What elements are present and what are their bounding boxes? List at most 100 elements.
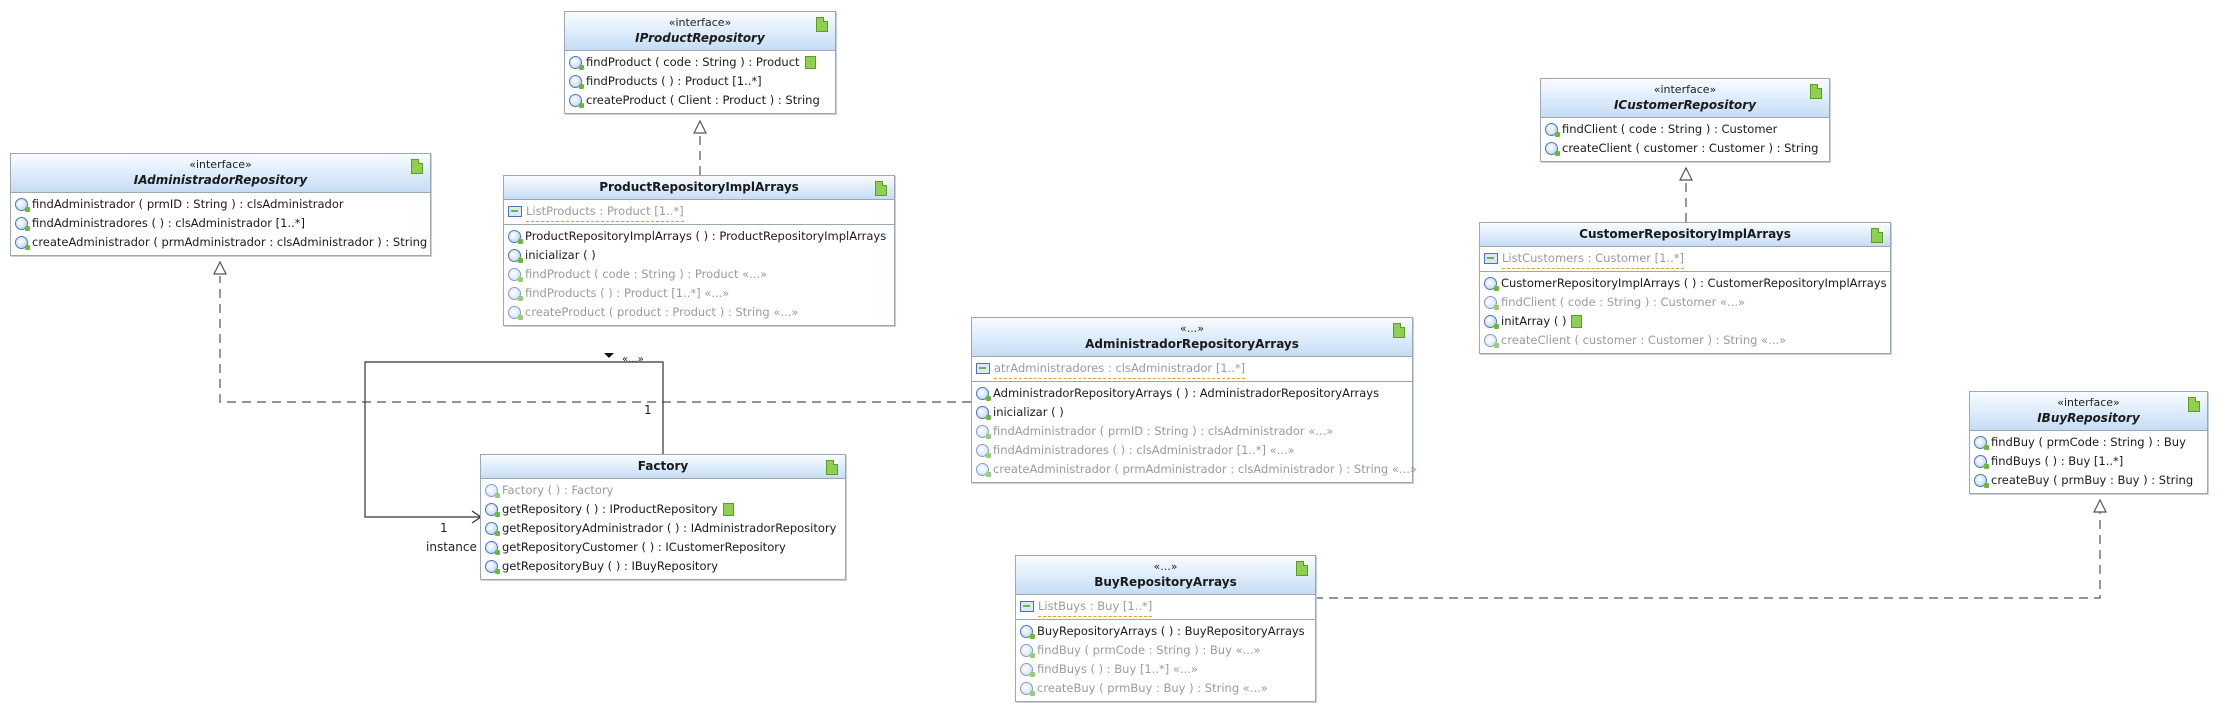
operation-text: findProducts ( ) : Product [1..*] xyxy=(586,74,762,88)
attribute-row[interactable]: ListProducts : Product [1..*] xyxy=(508,202,890,222)
attribute-text: ListCustomers : Customer [1..*] xyxy=(1502,249,1685,269)
operation-row[interactable]: createBuy ( prmBuy : Buy ) : String xyxy=(1974,471,2203,490)
operation-row[interactable]: findAdministrador ( prmID : String ) : c… xyxy=(15,195,426,214)
operation-row[interactable]: AdministradorRepositoryArrays ( ) : Admi… xyxy=(976,384,1408,403)
realization-arrowhead-buy xyxy=(2093,498,2107,513)
class-name: IProductRepository xyxy=(635,31,765,45)
operation-icon xyxy=(1020,625,1035,639)
class-factory[interactable]: Factory Factory ( ) : Factory getReposit… xyxy=(480,454,846,580)
operation-row[interactable]: findProducts ( ) : Product [1..*] xyxy=(569,72,831,91)
operations-compartment: findAdministrador ( prmID : String ) : c… xyxy=(11,193,430,255)
operation-row[interactable]: findAdministradores ( ) : clsAdministrad… xyxy=(976,441,1408,460)
operation-row[interactable]: Factory ( ) : Factory xyxy=(485,481,841,500)
operations-compartment: ProductRepositoryImplArrays ( ) : Produc… xyxy=(504,225,894,325)
operation-row[interactable]: BuyRepositoryArrays ( ) : BuyRepositoryA… xyxy=(1020,622,1311,641)
operation-row[interactable]: findAdministrador ( prmID : String ) : c… xyxy=(976,422,1408,441)
operation-text: getRepository ( ) : IProductRepository xyxy=(502,502,718,516)
operation-row[interactable]: getRepositoryAdministrador ( ) : IAdmini… xyxy=(485,519,841,538)
attribute-icon xyxy=(976,363,990,374)
operation-icon xyxy=(485,541,500,555)
operation-row[interactable]: inicializar ( ) xyxy=(508,246,890,265)
class-productrepositoryimplarrays[interactable]: ProductRepositoryImplArrays ListProducts… xyxy=(503,175,895,326)
operation-icon xyxy=(508,230,523,244)
operations-compartment: findProduct ( code : String ) : Product … xyxy=(565,51,835,113)
operation-row[interactable]: createProduct ( product : Product ) : St… xyxy=(508,303,890,322)
operation-icon xyxy=(1020,682,1035,696)
operation-row[interactable]: findClient ( code : String ) : Customer xyxy=(1545,120,1825,139)
class-ibuyrepository[interactable]: «interface» IBuyRepository findBuy ( prm… xyxy=(1969,391,2208,494)
operations-compartment: findBuy ( prmCode : String ) : Buy findB… xyxy=(1970,431,2207,493)
class-iadministradorrepository[interactable]: «interface» IAdministradorRepository fin… xyxy=(10,153,431,256)
class-header: ProductRepositoryImplArrays xyxy=(504,176,894,200)
operation-row[interactable]: getRepository ( ) : IProductRepository xyxy=(485,500,841,519)
class-icustomerrepository[interactable]: «interface» ICustomerRepository findClie… xyxy=(1540,78,1830,162)
operation-row[interactable]: createClient ( customer : Customer ) : S… xyxy=(1545,139,1825,158)
operation-icon xyxy=(485,484,500,498)
note-icon xyxy=(1871,228,1883,243)
operation-icon xyxy=(569,94,584,108)
class-name: BuyRepositoryArrays xyxy=(1094,575,1237,589)
operation-icon xyxy=(15,236,30,250)
attributes-compartment: ListCustomers : Customer [1..*] xyxy=(1480,247,1890,272)
operation-row[interactable]: findBuys ( ) : Buy [1..*] xyxy=(1974,452,2203,471)
stereotype: «...» xyxy=(1153,560,1178,573)
association-diamond-marker xyxy=(604,353,614,358)
note-icon xyxy=(826,460,838,475)
class-header: «interface» ICustomerRepository xyxy=(1541,79,1829,118)
attribute-text: ListProducts : Product [1..*] xyxy=(526,202,684,222)
class-buyrepositoryarrays[interactable]: «...» BuyRepositoryArrays ListBuys : Buy… xyxy=(1015,555,1316,702)
stereotype: «...» xyxy=(1180,322,1204,335)
operation-row[interactable]: findBuy ( prmCode : String ) : Buy «...» xyxy=(1020,641,1311,660)
operation-icon xyxy=(976,425,991,439)
operation-text: createProduct ( Client : Product ) : Str… xyxy=(586,93,820,107)
attribute-icon xyxy=(1484,253,1498,264)
class-header: «interface» IBuyRepository xyxy=(1970,392,2207,431)
operation-text: inicializar ( ) xyxy=(525,248,596,262)
operation-icon xyxy=(508,249,523,263)
attribute-row[interactable]: ListBuys : Buy [1..*] xyxy=(1020,597,1311,617)
operation-row[interactable]: createAdministrador ( prmAdministrador :… xyxy=(15,233,427,252)
operation-row[interactable]: createClient ( customer : Customer ) : S… xyxy=(1484,331,1886,350)
operation-icon xyxy=(15,217,30,231)
operation-row[interactable]: createAdministrador ( prmAdministrador :… xyxy=(976,460,1417,479)
operation-row[interactable]: findProducts ( ) : Product [1..*] «...» xyxy=(508,284,890,303)
operation-row[interactable]: getRepositoryBuy ( ) : IBuyRepository xyxy=(485,557,841,576)
operation-icon xyxy=(15,198,30,212)
operation-icon xyxy=(1484,277,1499,291)
note-icon xyxy=(411,159,423,174)
operation-icon xyxy=(1545,123,1560,137)
operation-icon xyxy=(1484,334,1499,348)
class-customerrepositoryimplarrays[interactable]: CustomerRepositoryImplArrays ListCustome… xyxy=(1479,222,1891,354)
operation-row[interactable]: getRepositoryCustomer ( ) : ICustomerRep… xyxy=(485,538,841,557)
attribute-row[interactable]: atrAdministradores : clsAdministrador [1… xyxy=(976,359,1408,379)
operation-row[interactable]: findBuys ( ) : Buy [1..*] «...» xyxy=(1020,660,1311,679)
class-name: AdministradorRepositoryArrays xyxy=(1085,337,1299,351)
operation-row[interactable]: findAdministradores ( ) : clsAdministrad… xyxy=(15,214,426,233)
operation-row[interactable]: findClient ( code : String ) : Customer … xyxy=(1484,293,1886,312)
operation-row[interactable]: findProduct ( code : String ) : Product … xyxy=(508,265,890,284)
class-header: Factory xyxy=(481,455,845,479)
operation-row[interactable]: findBuy ( prmCode : String ) : Buy xyxy=(1974,433,2203,452)
class-name: ProductRepositoryImplArrays xyxy=(599,180,799,194)
operation-row[interactable]: findProduct ( code : String ) : Product xyxy=(569,53,831,72)
operation-row[interactable]: createProduct ( Client : Product ) : Str… xyxy=(569,91,831,110)
class-iproductrepository[interactable]: «interface» IProductRepository findProdu… xyxy=(564,11,836,114)
class-name: IAdministradorRepository xyxy=(133,173,308,187)
operation-icon xyxy=(976,387,991,401)
operation-row[interactable]: ProductRepositoryImplArrays ( ) : Produc… xyxy=(508,227,890,246)
operation-row[interactable]: initArray ( ) xyxy=(1484,312,1886,331)
operation-row[interactable]: CustomerRepositoryImplArrays ( ) : Custo… xyxy=(1484,274,1887,293)
class-name: CustomerRepositoryImplArrays xyxy=(1579,227,1791,241)
class-header: «interface» IProductRepository xyxy=(565,12,835,51)
operation-row[interactable]: createBuy ( prmBuy : Buy ) : String «...… xyxy=(1020,679,1311,698)
note-icon xyxy=(816,17,828,32)
operation-icon xyxy=(508,287,523,301)
operation-text: getRepositoryBuy ( ) : IBuyRepository xyxy=(502,559,719,573)
operation-text: BuyRepositoryArrays ( ) : BuyRepositoryA… xyxy=(1037,624,1305,638)
operation-icon xyxy=(1545,142,1560,156)
operation-text: findClient ( code : String ) : Customer xyxy=(1562,122,1778,136)
attribute-row[interactable]: ListCustomers : Customer [1..*] xyxy=(1484,249,1886,269)
operation-row[interactable]: inicializar ( ) xyxy=(976,403,1408,422)
operation-text: inicializar ( ) xyxy=(993,405,1064,419)
class-administradorrepositoryarrays[interactable]: «...» AdministradorRepositoryArrays atrA… xyxy=(971,317,1417,483)
